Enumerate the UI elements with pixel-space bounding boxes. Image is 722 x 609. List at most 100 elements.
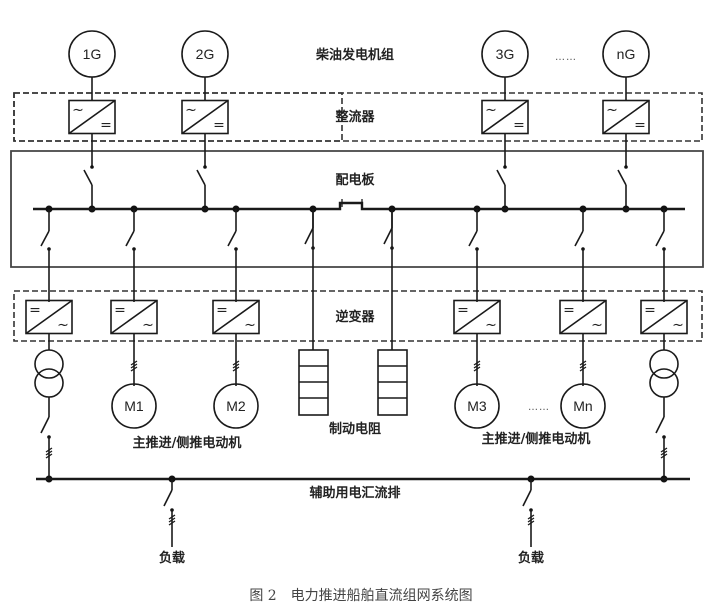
dc-symbol-icon: = <box>563 303 575 319</box>
converter-box <box>181 99 229 135</box>
bus-outgoing-5 <box>383 205 396 250</box>
dc-symbol-icon: = <box>513 118 525 134</box>
converter-diagonal <box>68 99 116 135</box>
aux-busbar-label: 辅助用电汇流排 <box>309 485 400 501</box>
motor-label: M1 <box>124 398 144 414</box>
bus-outgoing-1 <box>40 205 53 302</box>
three-phase-mark-icon <box>473 360 481 372</box>
converter-box <box>559 299 607 335</box>
bus-outgoing-6 <box>468 205 481 302</box>
inverter-region <box>13 290 703 342</box>
transformer-winding <box>34 349 64 379</box>
switch-blade <box>655 230 665 247</box>
outgoing-breaker <box>40 209 51 302</box>
motor-4: Mn <box>560 334 606 429</box>
braking-resistor-label: 制动电阻 <box>329 421 381 437</box>
generator-feeder-2: ~= <box>181 77 229 213</box>
three-phase-mark-icon <box>45 447 53 459</box>
switch-blade <box>227 230 237 247</box>
three-phase-mark-icon <box>660 447 668 459</box>
generator-3g: 3G <box>481 30 529 78</box>
propulsion-motors-label-right: 主推进/侧推电动机 <box>482 431 591 447</box>
generator-feeder-1: ~= <box>68 77 116 213</box>
switch-blade <box>574 230 584 247</box>
three-phase-mark-icon <box>527 514 535 526</box>
generator-breaker <box>83 165 94 209</box>
rectifier-label: 整流器 <box>334 109 375 125</box>
ac-symbol-icon: ~ <box>485 318 497 334</box>
rectifier-unit: ~= <box>181 99 229 135</box>
motor-label: Mn <box>573 398 592 414</box>
inverter-unit-6: =~ <box>640 299 688 335</box>
motor-label: M2 <box>226 398 246 414</box>
outgoing-breaker <box>125 209 136 302</box>
converter-diagonal <box>453 299 501 335</box>
motor-ellipsis: …… <box>528 402 550 413</box>
converter-box <box>602 99 650 135</box>
switch-blade <box>496 169 506 186</box>
ac-symbol-icon: ~ <box>672 318 684 334</box>
braking-resistor-right <box>377 209 408 416</box>
converter-box <box>453 299 501 335</box>
motor-circle <box>111 383 157 429</box>
dc-symbol-icon: = <box>634 118 646 134</box>
switch-blade <box>163 489 173 507</box>
inverter-unit-4: =~ <box>453 299 501 335</box>
converter-diagonal <box>110 299 158 335</box>
converter-box <box>481 99 529 135</box>
converter-diagonal <box>212 299 260 335</box>
converter-box <box>212 299 260 335</box>
main-dc-bus <box>33 201 685 211</box>
inverter-unit-5: =~ <box>559 299 607 335</box>
outgoing-breaker <box>655 209 666 302</box>
transformer-winding <box>649 349 679 379</box>
generator-feeder-3: ~= <box>481 77 529 213</box>
switch-contact <box>90 165 94 169</box>
generator-set-label: 柴油发电机组 <box>315 47 394 63</box>
ac-symbol-icon: ~ <box>606 103 618 119</box>
load-feeder-1 <box>163 475 176 547</box>
switch-contact <box>503 165 507 169</box>
inverter-unit-1: =~ <box>25 299 73 335</box>
switch-blade <box>196 169 206 186</box>
rectifier-region-box <box>13 92 703 142</box>
dc-symbol-icon: = <box>29 303 41 319</box>
generator-breaker <box>496 165 507 209</box>
three-phase-mark-icon <box>168 514 176 526</box>
dc-symbol-icon: = <box>644 303 656 319</box>
ac-symbol-icon: ~ <box>244 318 256 334</box>
outgoing-breaker <box>468 209 479 302</box>
ac-symbol-icon: ~ <box>57 318 69 334</box>
motor-label: M3 <box>467 398 487 414</box>
converter-box <box>68 99 116 135</box>
ac-symbol-icon: ~ <box>591 318 603 334</box>
outgoing-breaker <box>227 209 238 302</box>
converter-box <box>110 299 158 335</box>
bus-outgoing-8 <box>655 205 668 302</box>
generator-1g: 1G <box>68 30 116 78</box>
switch-blade <box>655 416 665 434</box>
dc-symbol-icon: = <box>213 118 225 134</box>
switch-blade <box>125 230 135 247</box>
generator-ng: nG <box>602 30 650 78</box>
dc-symbol-icon: = <box>114 303 126 319</box>
switch-blade <box>40 416 50 434</box>
dc-symbol-icon: = <box>216 303 228 319</box>
switchboard-label: 配电板 <box>335 172 375 188</box>
switch-contact <box>624 165 628 169</box>
load-feeder-2 <box>522 475 535 547</box>
ac-symbol-icon: ~ <box>485 103 497 119</box>
generator-ellipsis: …… <box>555 52 577 63</box>
motor-3: M3 <box>454 334 500 429</box>
converter-box <box>25 299 73 335</box>
transformer-winding <box>649 368 679 398</box>
rectifier-region <box>13 92 343 142</box>
converter-diagonal <box>481 99 529 135</box>
switchboard-region <box>10 150 704 268</box>
converter-diagonal <box>559 299 607 335</box>
transformer-2 <box>649 334 679 483</box>
load-label-left: 负载 <box>159 550 185 566</box>
switch-blade <box>522 489 532 507</box>
bus-outgoing-3 <box>227 205 240 302</box>
